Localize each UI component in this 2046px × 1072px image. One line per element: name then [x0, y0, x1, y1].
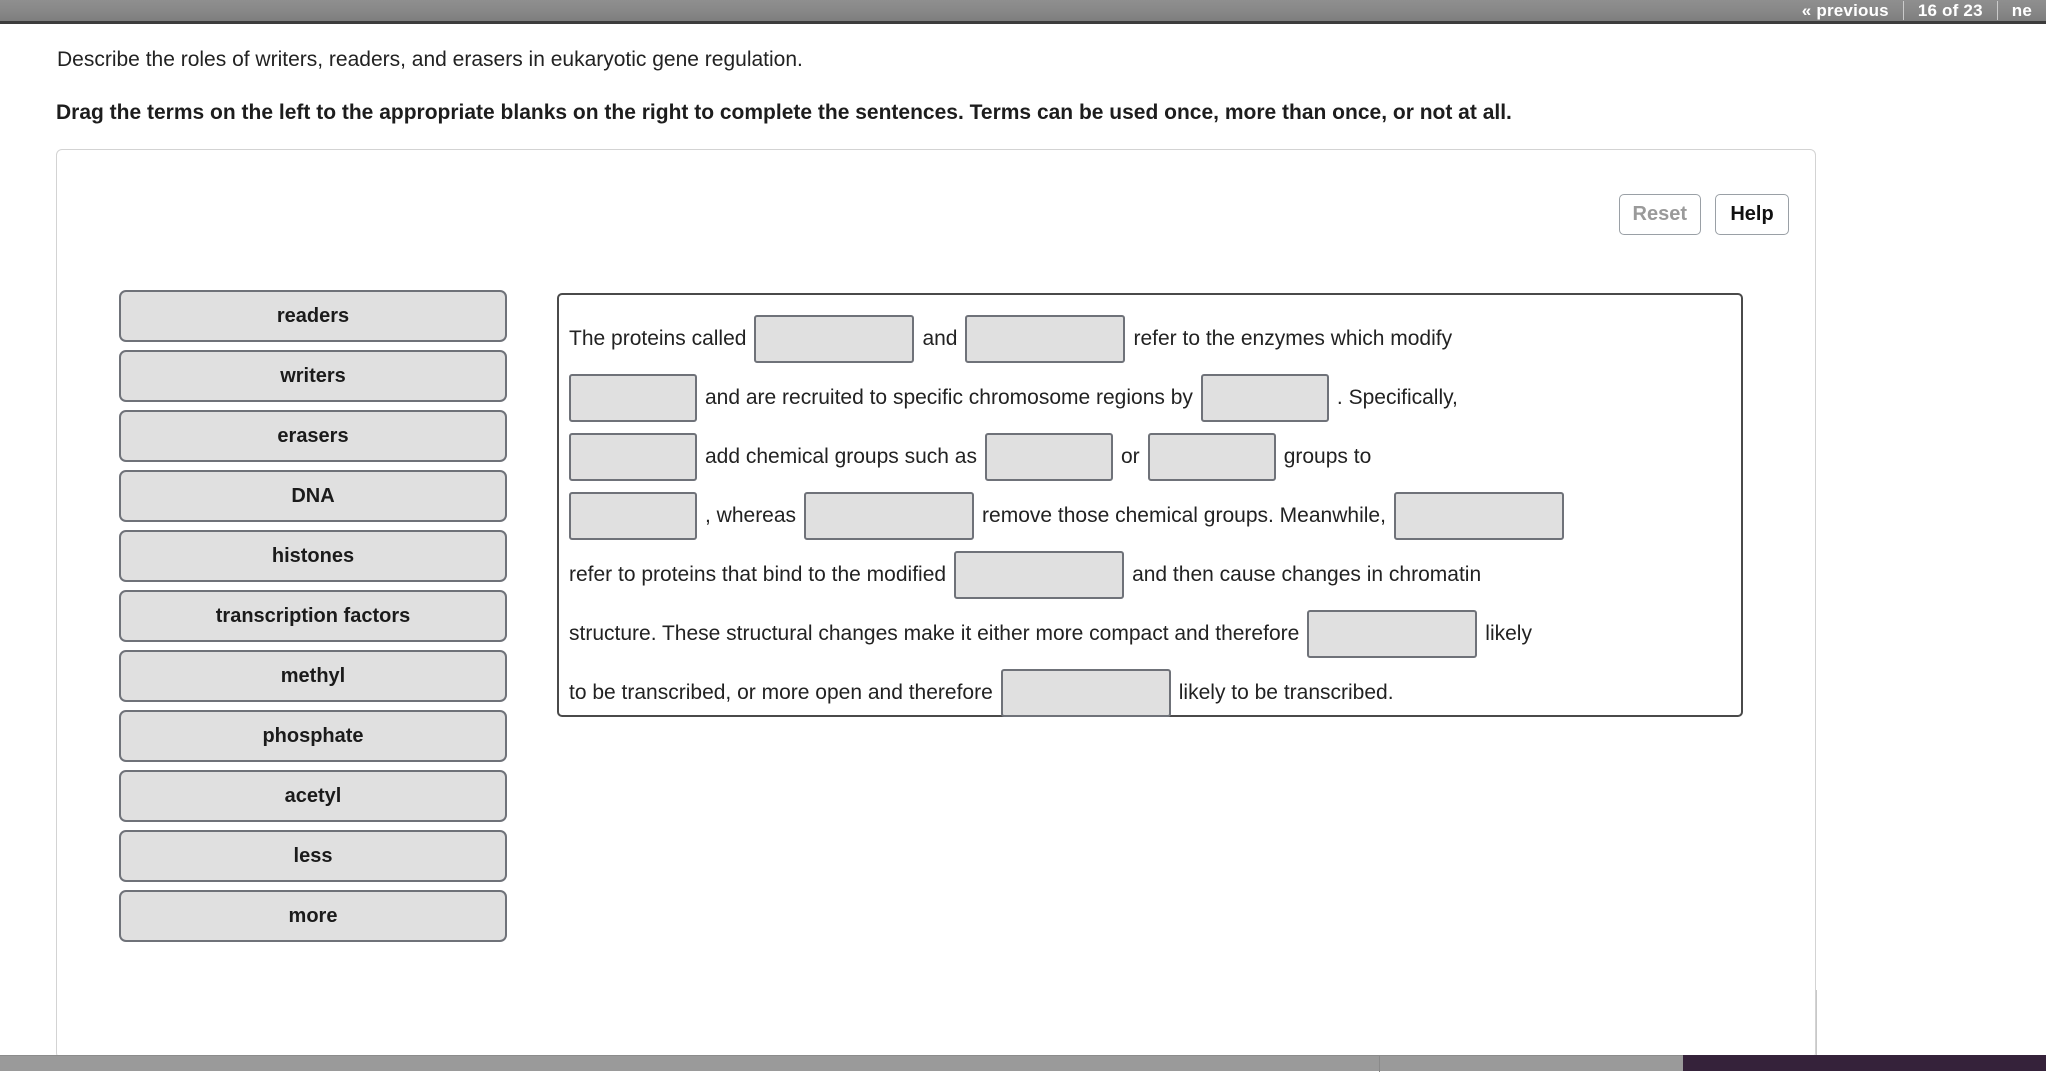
term-tile-writers[interactable]: writers [119, 350, 507, 402]
sentence-text: and are recruited to specific chromosome… [705, 385, 1193, 409]
reset-button[interactable]: Reset [1618, 194, 1701, 235]
panel-toolbar: Reset Help [1618, 194, 1789, 235]
drop-blank-12[interactable] [1307, 609, 1478, 658]
term-tile-more[interactable]: more [119, 890, 507, 942]
sentence-text: add chemical groups such as [705, 444, 977, 468]
drop-blank-1[interactable] [754, 314, 915, 363]
bottom-scrollbar-track[interactable] [0, 1055, 1683, 1072]
previous-question-link[interactable]: « previous [1801, 0, 1889, 20]
term-tile-readers[interactable]: readers [119, 290, 507, 342]
drop-blank-2[interactable] [965, 314, 1126, 363]
drop-blank-9[interactable] [804, 491, 975, 540]
drop-blank-10[interactable] [1393, 491, 1564, 540]
sentence-text: groups to [1283, 444, 1372, 468]
help-button[interactable]: Help [1715, 194, 1789, 235]
drop-blank-5[interactable] [569, 432, 697, 481]
term-tile-dna[interactable]: DNA [119, 470, 507, 522]
sentence-text: or [1121, 444, 1140, 468]
activity-panel: Reset Help readers writers erasers DNA h… [56, 149, 1816, 1059]
sentence-line-1: The proteins called and refer to the enz… [569, 309, 1731, 368]
term-tile-erasers[interactable]: erasers [119, 410, 507, 462]
drag-instruction-text: Drag the terms on the left to the approp… [56, 101, 1512, 124]
sentence-text: , whereas [705, 503, 797, 527]
sentence-text: and then cause changes in chromatin [1132, 562, 1482, 586]
drop-blank-4[interactable] [1200, 373, 1329, 422]
nav-divider [1996, 1, 1998, 20]
sentence-text: refer to the enzymes which modify [1133, 326, 1453, 350]
next-question-link[interactable]: ne [2011, 0, 2032, 20]
sentence-text: remove those chemical groups. Meanwhile, [982, 503, 1386, 527]
term-bank: readers writers erasers DNA histones tra… [119, 290, 507, 942]
sentence-text: to be transcribed, or more open and ther… [569, 680, 993, 704]
drop-blank-8[interactable] [569, 491, 697, 540]
bottom-taskbar-segment [1683, 1055, 2046, 1071]
drop-blank-3[interactable] [569, 373, 697, 422]
term-tile-transcription-factors[interactable]: transcription factors [119, 590, 507, 642]
sentence-line-6: structure. These structural changes make… [569, 604, 1731, 663]
sentence-text: and [922, 326, 958, 350]
term-tile-less[interactable]: less [119, 830, 507, 882]
nav-divider [1902, 1, 1904, 20]
term-tile-histones[interactable]: histones [119, 530, 507, 582]
page-title: Describe the roles of writers, readers, … [57, 48, 803, 71]
top-navigation-bar: « previous 16 of 23 ne [0, 0, 2046, 24]
sentence-line-5: refer to proteins that bind to the modif… [569, 545, 1731, 604]
term-tile-methyl[interactable]: methyl [119, 650, 507, 702]
drop-blank-7[interactable] [1147, 432, 1276, 481]
drop-blank-11[interactable] [954, 550, 1125, 599]
sentence-drop-area: The proteins called and refer to the enz… [557, 293, 1743, 717]
sentence-text: structure. These structural changes make… [569, 621, 1300, 645]
panel-divider [1816, 990, 1817, 1055]
term-tile-phosphate[interactable]: phosphate [119, 710, 507, 762]
bottom-scrollbar-thumb[interactable] [0, 1056, 1380, 1072]
question-counter: 16 of 23 [1917, 0, 1983, 20]
sentence-line-3: add chemical groups such as or groups to [569, 427, 1731, 486]
sentence-line-4: , whereas remove those chemical groups. … [569, 486, 1731, 545]
sentence-line-2: and are recruited to specific chromosome… [569, 368, 1731, 427]
pagination-controls: « previous 16 of 23 ne [1788, 0, 2046, 21]
sentence-line-7: to be transcribed, or more open and ther… [569, 663, 1731, 722]
sentence-text: likely to be transcribed. [1178, 680, 1394, 704]
sentence-text: . Specifically, [1336, 385, 1458, 409]
sentence-text: The proteins called [569, 326, 747, 350]
bottom-chrome-strip [0, 1055, 2046, 1072]
drop-blank-6[interactable] [985, 432, 1113, 481]
drop-blank-13[interactable] [1000, 668, 1171, 717]
term-tile-acetyl[interactable]: acetyl [119, 770, 507, 822]
sentence-text: refer to proteins that bind to the modif… [569, 562, 947, 586]
sentence-text: likely [1485, 621, 1532, 645]
